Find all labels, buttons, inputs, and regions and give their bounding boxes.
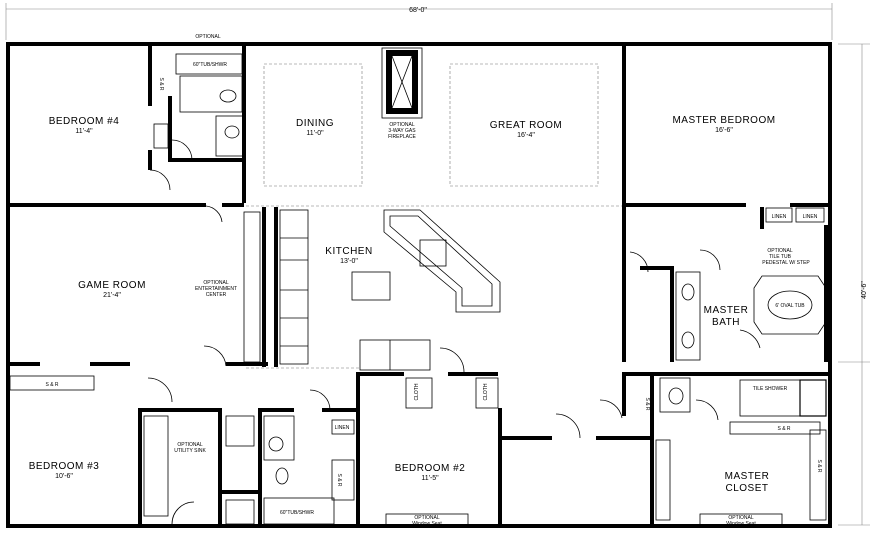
fireplace-label: FIREPLACE	[388, 134, 416, 140]
room-name: GREAT ROOM	[490, 120, 562, 131]
fireplace-icon	[381, 47, 423, 119]
room-labels: BEDROOM #4 11'-4" DINING 11'-0" GREAT RO…	[29, 115, 775, 494]
linen-label: LINEN	[335, 425, 350, 431]
shelf-rod-label: S & R	[158, 77, 164, 90]
room-size: 16'-6"	[715, 127, 733, 134]
bath-fixtures-bedroom4	[149, 53, 245, 191]
room-size: 11'-4"	[75, 128, 93, 135]
overall-width-dimension: 68'-0"	[409, 7, 427, 14]
room-size: 11'-5"	[421, 475, 439, 482]
linen-label: LINEN	[772, 214, 787, 220]
shelf-rod-label: S & R	[816, 459, 822, 472]
overall-depth-dimension: 40'-6"	[861, 281, 868, 299]
room-size: 11'-0"	[306, 130, 324, 137]
cloth-label: CLOTH	[414, 383, 420, 400]
utility-sink-label: OPTIONAL	[177, 442, 203, 448]
room-name: DINING	[296, 118, 334, 129]
optional-label: OPTIONAL	[195, 34, 221, 40]
entertainment-label: CENTER	[206, 292, 227, 298]
tile-tub-label: TILE TUB	[769, 254, 792, 260]
window-seat-label: Window Seat	[412, 521, 442, 527]
dimension-lines: 68'-0" 40'-6"	[5, 3, 870, 526]
room-name: BEDROOM #2	[395, 463, 466, 474]
tile-shower-label: TILE SHOWER	[753, 386, 788, 392]
room-name: MASTER	[704, 305, 749, 316]
fixture-labels: OPTIONAL 60"TUB/SHWR 60"TUB/SHWR S & R S…	[45, 34, 822, 527]
room-name: BEDROOM #3	[29, 461, 100, 472]
shelf-rod-label: S & R	[45, 382, 58, 388]
room-size: 10'-6"	[55, 473, 73, 480]
lower-bath-fixtures	[9, 205, 827, 527]
entertainment-label: ENTERTAINMENT	[195, 286, 237, 292]
shelf-rod-label: S & R	[777, 426, 790, 432]
entertainment-label: OPTIONAL	[203, 280, 229, 286]
master-bath-fixtures	[675, 207, 827, 417]
room-size: 16'-4"	[517, 132, 535, 139]
room-size: 13'-0"	[340, 258, 358, 265]
utility-sink-label: UTILITY SINK	[174, 448, 206, 454]
room-name: MASTER	[725, 471, 770, 482]
window-seat-label: OPTIONAL	[414, 515, 440, 521]
room-name: KITCHEN	[325, 246, 372, 257]
window-seat-label: OPTIONAL	[728, 515, 754, 521]
oval-tub-label: 6' OVAL TUB	[775, 303, 805, 309]
room-size: BATH	[712, 317, 740, 328]
fireplace-label: 3-WAY GAS	[388, 128, 416, 134]
window-seat-label: Window Seat	[726, 521, 756, 527]
room-name: GAME ROOM	[78, 280, 146, 291]
shelf-rod-label: S & R	[644, 397, 650, 410]
linen-label: LINEN	[803, 214, 818, 220]
room-name: BEDROOM #4	[49, 116, 120, 127]
tile-tub-label: OPTIONAL	[767, 248, 793, 254]
room-size: 21'-4"	[103, 292, 121, 299]
tile-tub-label: PEDESTAL W/ STEP	[762, 260, 810, 266]
shelf-rod-label: S & R	[336, 473, 342, 486]
fireplace-label: OPTIONAL	[389, 122, 415, 128]
kitchen-counters	[243, 209, 501, 371]
tub-shower-label: 60"TUB/SHWR	[280, 510, 314, 516]
ceiling-outlines	[246, 63, 622, 369]
cloth-label: CLOTH	[483, 383, 489, 400]
room-size: CLOSET	[725, 483, 768, 494]
tub-shower-label: 60"TUB/SHWR	[193, 62, 227, 68]
room-name: MASTER BEDROOM	[672, 115, 775, 126]
